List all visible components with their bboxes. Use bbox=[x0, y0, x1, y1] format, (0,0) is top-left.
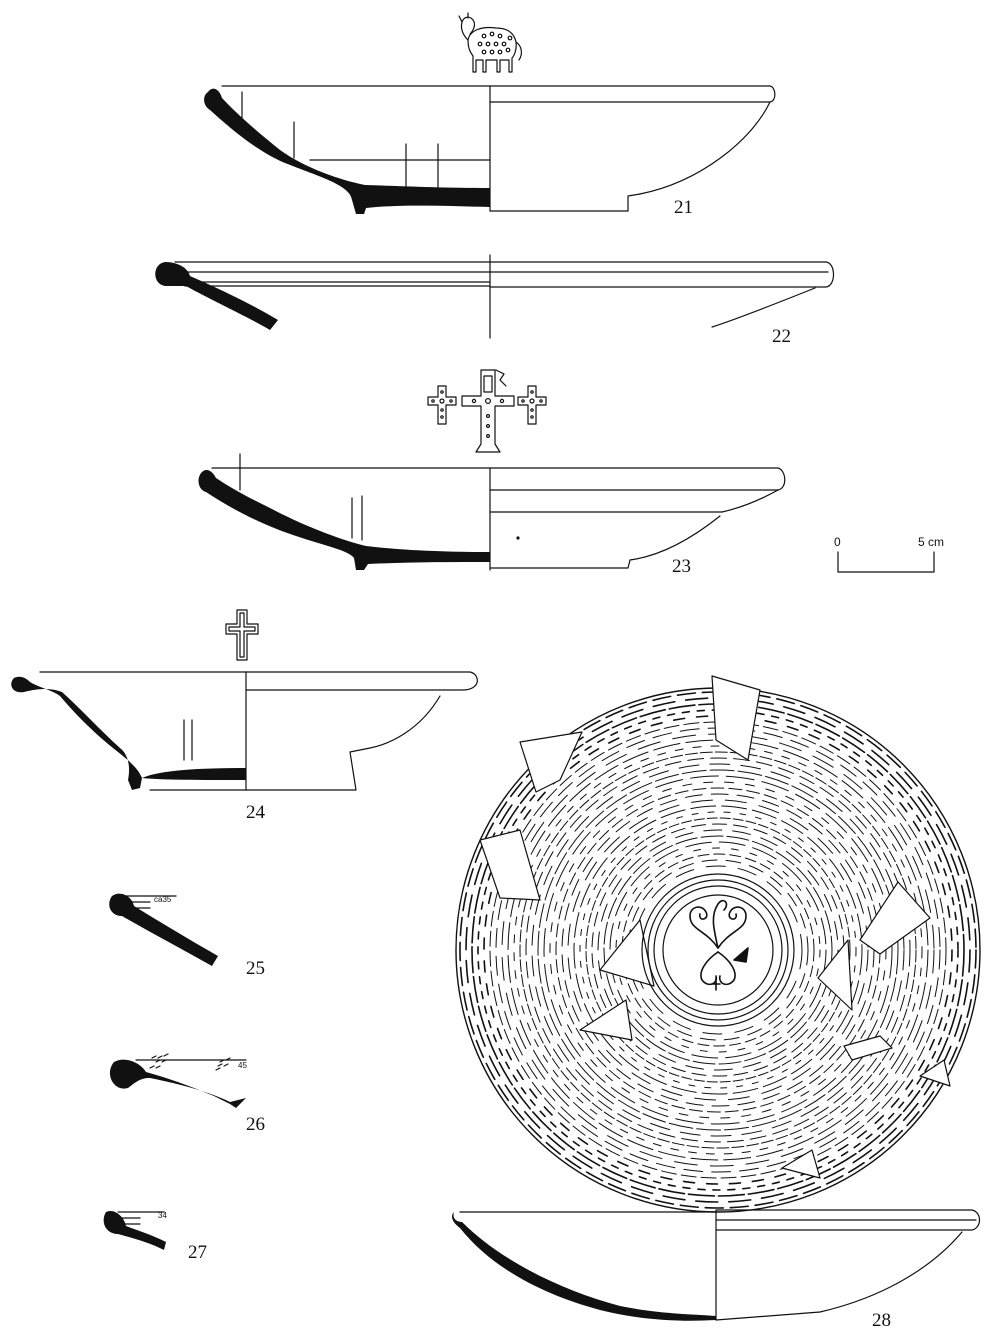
vessel-24-profile bbox=[11, 609, 478, 791]
turning-ring bbox=[633, 865, 803, 1035]
rim-note-26: 45 bbox=[238, 1061, 247, 1070]
turning-ring bbox=[543, 775, 893, 1125]
rim-fragment-27 bbox=[103, 1210, 166, 1250]
turning-ring bbox=[519, 751, 917, 1149]
rim-fragment-25 bbox=[109, 893, 218, 966]
turning-ring bbox=[483, 715, 953, 1185]
cross-stamp-icon bbox=[225, 609, 259, 661]
turning-ring bbox=[513, 745, 923, 1155]
vessel-21-profile bbox=[204, 12, 776, 214]
turning-ring bbox=[579, 811, 857, 1089]
turning-ring bbox=[525, 757, 911, 1143]
figure-number-26: 26 bbox=[246, 1114, 265, 1135]
vessel-22-profile bbox=[155, 254, 835, 339]
figure-number-27: 27 bbox=[188, 1242, 207, 1263]
turning-ring bbox=[531, 763, 905, 1137]
vessel-23-profile bbox=[198, 369, 786, 571]
turning-ring bbox=[567, 799, 869, 1101]
turning-ring bbox=[609, 841, 827, 1059]
triple-cross-stamp-icon bbox=[427, 369, 547, 453]
figure-number-28: 28 bbox=[872, 1310, 891, 1330]
turning-ring bbox=[585, 817, 851, 1083]
turning-ring bbox=[555, 787, 881, 1113]
figure-number-22: 22 bbox=[772, 326, 791, 347]
turning-ring bbox=[507, 739, 929, 1161]
lion-stamp-icon bbox=[458, 12, 522, 73]
scale-bar bbox=[837, 551, 935, 573]
turning-ring bbox=[561, 793, 875, 1107]
turning-ring bbox=[465, 697, 971, 1203]
turning-ring bbox=[603, 835, 833, 1065]
foliate-motif-icon bbox=[689, 899, 749, 991]
turning-ring bbox=[627, 859, 809, 1041]
vessel-28-profile bbox=[452, 1209, 981, 1321]
figure-number-25: 25 bbox=[246, 958, 265, 979]
rim-note-27: 34 bbox=[158, 1211, 167, 1220]
rim-note-25: ca35 bbox=[154, 895, 172, 904]
turning-ring bbox=[537, 769, 899, 1131]
turning-ring bbox=[615, 847, 821, 1053]
turning-ring bbox=[549, 781, 887, 1119]
vessel-28-plan-view bbox=[455, 675, 981, 1213]
scale-bar-start-label: 0 bbox=[834, 535, 841, 549]
rim-fragment-26 bbox=[109, 1053, 247, 1108]
scale-bar-end-label: 5 cm bbox=[918, 535, 944, 549]
break-lines bbox=[479, 675, 951, 1179]
figure-number-21: 21 bbox=[674, 197, 693, 218]
turning-ring bbox=[501, 733, 935, 1167]
turning-ring bbox=[621, 853, 815, 1047]
turning-ring bbox=[573, 805, 863, 1095]
figure-number-23: 23 bbox=[672, 556, 691, 577]
turning-ring bbox=[597, 829, 839, 1071]
figure-number-24: 24 bbox=[246, 802, 266, 823]
